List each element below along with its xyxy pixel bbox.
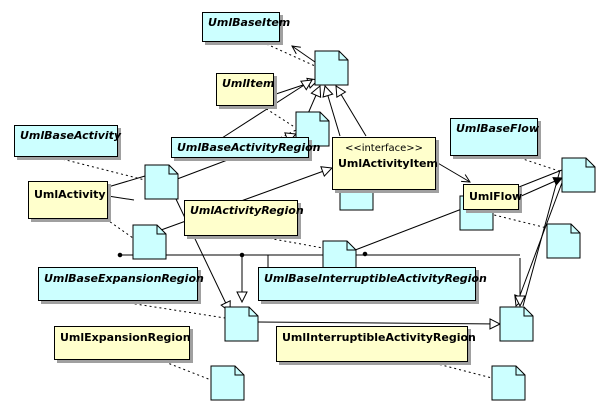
class-uml-base-activity[interactable]: UmlBaseActivity <box>14 125 122 157</box>
interface-uml-activity-item[interactable]: <<interface>> UmlActivityItem <box>332 137 438 190</box>
class-name: UmlExpansionRegion <box>60 331 191 344</box>
note-icon <box>144 164 179 200</box>
class-name: UmlBaseExpansionRegion <box>44 272 204 285</box>
class-uml-base-item[interactable]: UmlBaseItem <box>202 12 290 42</box>
note-icon <box>561 157 596 193</box>
class-name: UmlActivityRegion <box>190 204 304 217</box>
class-uml-base-activity-region[interactable]: UmlBaseActivityRegion <box>171 137 321 158</box>
interface-stereotype: <<interface>> <box>344 143 424 154</box>
class-uml-base-expansion-region[interactable]: UmlBaseExpansionRegion <box>38 267 204 301</box>
class-name: UmlFlow <box>469 190 523 203</box>
note-icon <box>132 224 167 260</box>
class-uml-expansion-region[interactable]: UmlExpansionRegion <box>54 326 191 360</box>
class-name: UmlItem <box>222 77 275 90</box>
note-icon <box>491 365 526 401</box>
class-uml-base-flow[interactable]: UmlBaseFlow <box>450 118 539 156</box>
class-uml-base-interruptible-activity-region[interactable]: UmlBaseInterruptibleActivityRegion <box>258 267 487 301</box>
class-name: UmlBaseInterruptibleActivityRegion <box>264 272 487 285</box>
note-icon <box>224 306 259 342</box>
class-uml-item[interactable]: UmlItem <box>216 73 274 106</box>
class-uml-flow[interactable]: UmlFlow <box>463 184 523 210</box>
class-name: UmlActivityItem <box>338 157 438 170</box>
class-name: UmlBaseActivityRegion <box>177 141 321 154</box>
class-name: UmlBaseActivity <box>20 129 122 142</box>
note-icon <box>546 223 581 259</box>
note-icon <box>210 365 245 401</box>
class-uml-interruptible-activity-region[interactable]: UmlInterruptibleActivityRegion <box>276 326 476 362</box>
class-name: UmlInterruptibleActivityRegion <box>282 331 476 344</box>
class-uml-activity[interactable]: UmlActivity <box>28 181 108 219</box>
note-icon <box>314 50 349 86</box>
class-name: UmlBaseItem <box>208 16 291 29</box>
note-icon <box>499 306 534 342</box>
class-name: UmlBaseFlow <box>456 122 539 135</box>
class-name: UmlActivity <box>34 188 106 201</box>
class-uml-activity-region[interactable]: UmlActivityRegion <box>184 200 304 236</box>
